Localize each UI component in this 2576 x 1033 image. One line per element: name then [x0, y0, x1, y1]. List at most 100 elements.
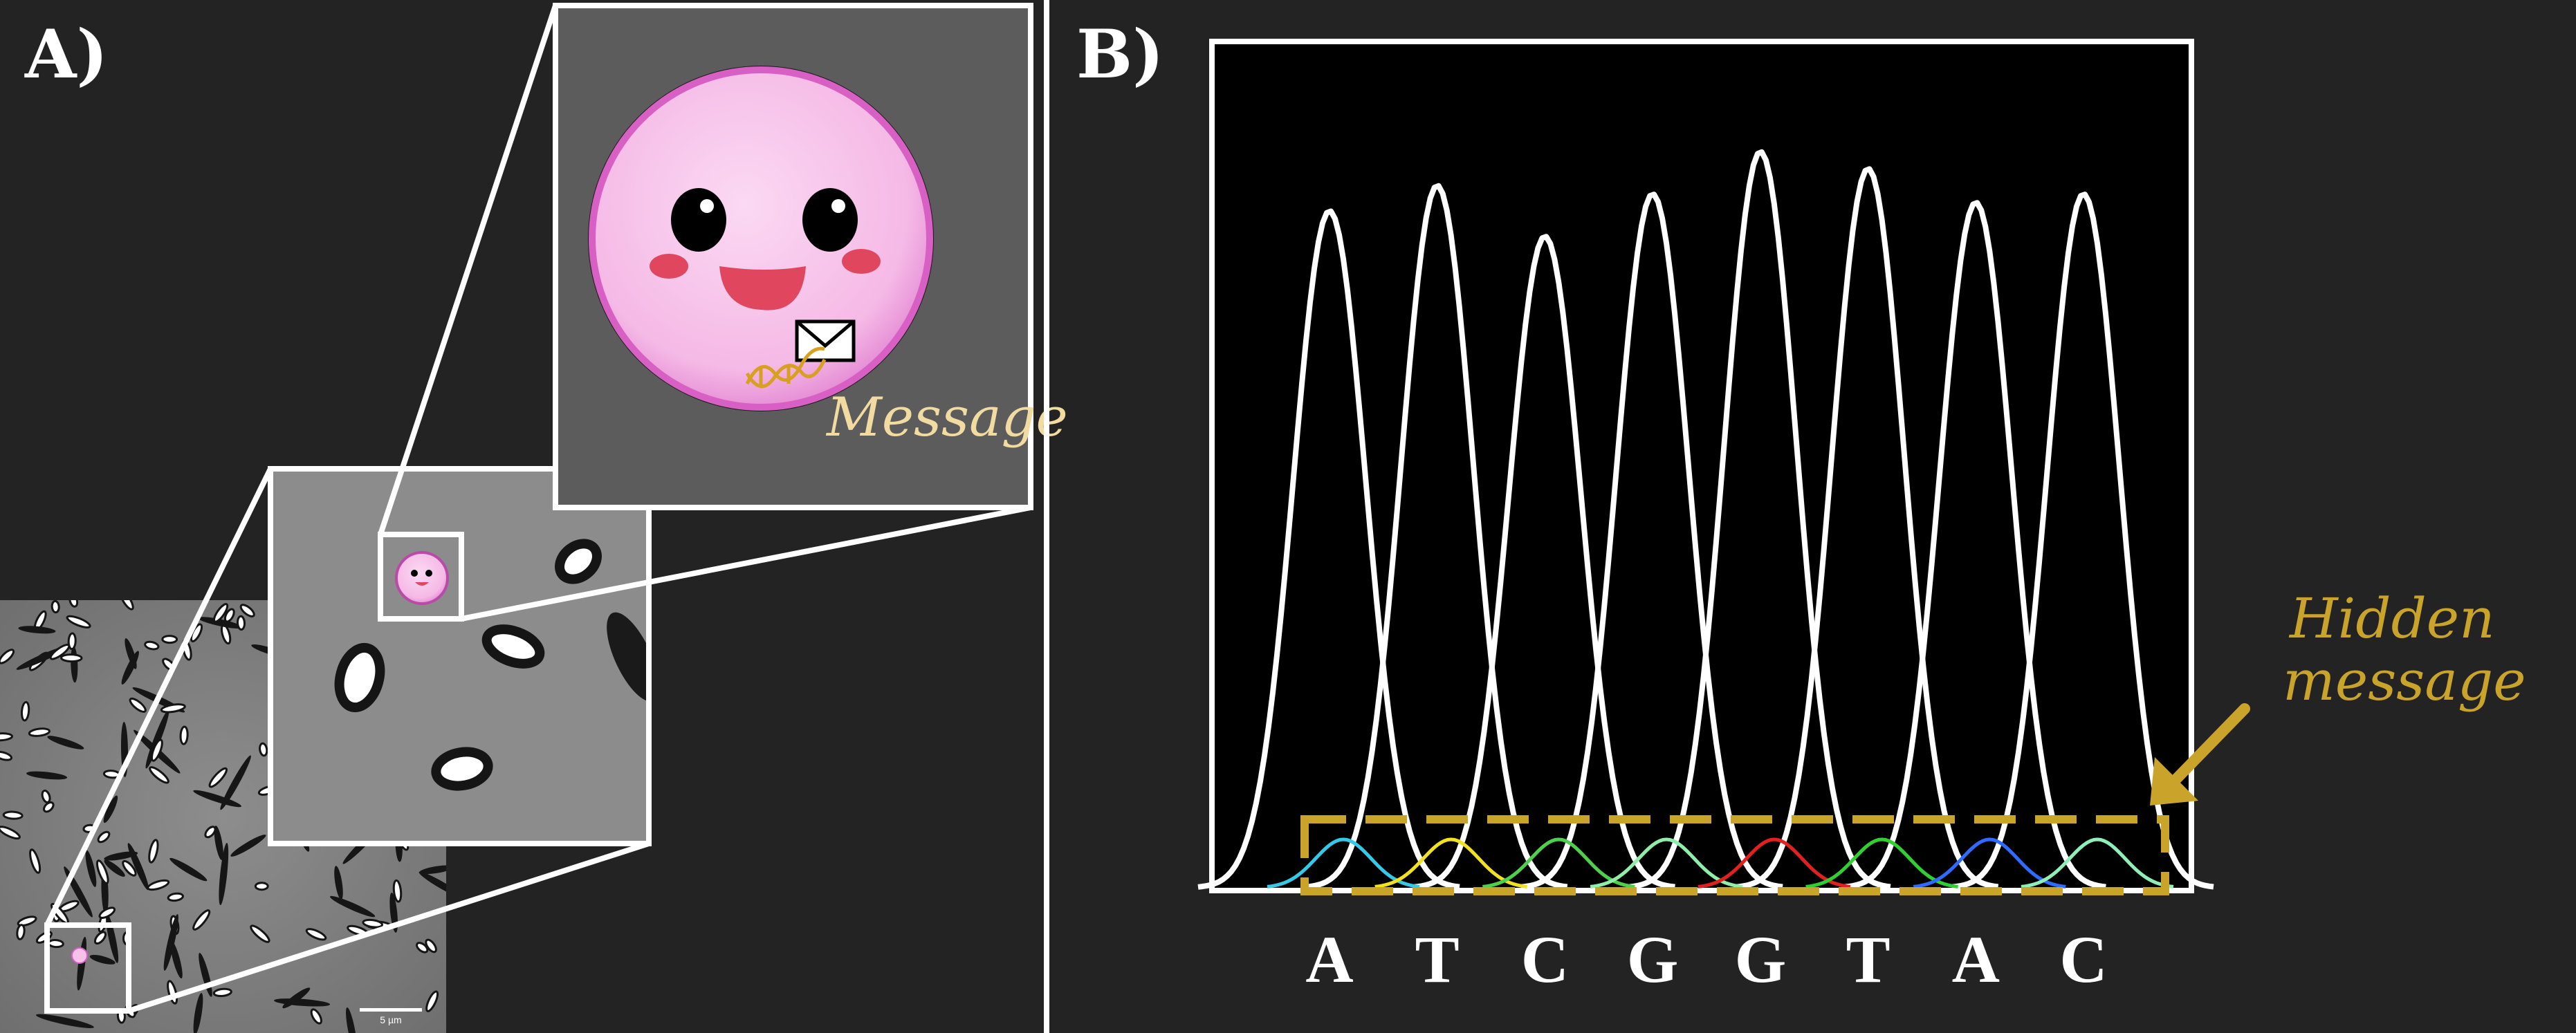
small-cell — [395, 551, 449, 605]
bacterium — [89, 954, 116, 965]
message-annotation: Message — [825, 387, 1068, 449]
bacterium — [250, 924, 270, 943]
bacterium — [160, 703, 186, 714]
bacterium — [20, 700, 30, 722]
bacterium — [193, 993, 203, 1033]
bacterium — [104, 851, 138, 861]
zoom-connector-2b — [461, 505, 1031, 622]
bacterium — [254, 882, 269, 891]
envelope-icon — [795, 319, 856, 362]
bacterium — [95, 859, 109, 885]
bacterium — [259, 742, 268, 757]
bacterium — [41, 789, 51, 803]
bacterium — [167, 892, 184, 902]
bacterium — [129, 697, 147, 713]
micrograph-zoom — [270, 469, 649, 844]
bacterium — [214, 826, 223, 861]
hidden-message-box — [1300, 815, 2169, 895]
bacterium — [212, 987, 232, 998]
bacterium — [425, 990, 439, 1012]
bacterium — [193, 790, 242, 808]
zoom-connector-2a — [378, 4, 558, 536]
bacterium — [0, 826, 21, 840]
hidden-annotation-line1: Hidden — [2288, 586, 2495, 651]
peak-g-5 — [1628, 149, 1891, 890]
panel-b-label: B) — [1076, 15, 1164, 93]
base-label-2: T — [1415, 922, 1460, 996]
base-label-3: C — [1521, 922, 1569, 996]
chromatogram-peaks — [1197, 149, 2214, 890]
peak-a-1 — [1197, 208, 1460, 890]
base-label-5: G — [1735, 922, 1787, 996]
bacterium — [425, 938, 437, 953]
bacterium — [223, 608, 235, 623]
bacterium — [236, 615, 246, 631]
hidden-peak-7 — [1913, 837, 2066, 888]
bacterium — [29, 848, 42, 874]
bacterium — [68, 600, 79, 608]
bacterium — [419, 865, 446, 875]
bacterium — [213, 603, 229, 623]
bacterium — [204, 826, 217, 839]
bacterium — [66, 615, 91, 629]
bacterium — [169, 857, 208, 882]
bacterium — [392, 879, 403, 903]
zoom-box-medium — [378, 532, 464, 622]
bacterium — [97, 830, 111, 844]
bacterium — [220, 755, 251, 810]
zoom-box-small — [44, 922, 131, 1014]
bacterium — [36, 1014, 94, 1028]
happy-cell — [588, 66, 934, 411]
bacterium — [93, 931, 107, 945]
bacterium — [163, 914, 178, 971]
peak-t-6 — [1736, 166, 1999, 890]
bacterium — [149, 766, 169, 784]
bacterium — [239, 604, 255, 617]
hidden-peak-6 — [1805, 837, 1958, 888]
bacterium — [170, 940, 183, 979]
left-eye — [671, 188, 726, 252]
base-label-7: A — [1952, 922, 2000, 996]
bacterium — [147, 879, 170, 891]
bacterium — [208, 767, 228, 788]
zoom-connector-1b — [127, 841, 650, 1014]
hidden-peak-4 — [1590, 837, 1743, 888]
bacterium — [50, 600, 60, 614]
scale-bar-label: 5 µm — [380, 1014, 401, 1025]
bacterium — [104, 859, 125, 877]
bacterium — [416, 942, 429, 953]
bacterium — [16, 924, 26, 940]
panel-a-label: A) — [24, 15, 108, 93]
right-eye — [802, 188, 858, 252]
bacterium — [85, 850, 97, 887]
bacterium — [49, 644, 71, 660]
bacterium — [0, 732, 13, 742]
base-label-8: C — [2059, 922, 2107, 996]
panel-a: A) 5 µm — [0, 3, 1068, 1033]
hidden-peak-8 — [2021, 837, 2174, 888]
bacterium — [98, 906, 116, 919]
hidden-message-peaks — [1267, 837, 2174, 888]
bacterium — [0, 649, 15, 664]
left-blush — [650, 254, 688, 279]
bacterium — [60, 653, 83, 663]
peak-a-7 — [1843, 200, 2106, 890]
peak-c-8 — [1951, 192, 2214, 890]
right-blush — [842, 249, 881, 274]
base-label-1: A — [1305, 922, 1353, 996]
bacterium — [305, 928, 327, 941]
bacterium — [418, 871, 446, 900]
bacterium — [26, 771, 68, 780]
bacterium — [67, 632, 77, 651]
bacterium — [144, 640, 160, 651]
bacterium — [43, 801, 55, 813]
base-label-4: G — [1627, 922, 1679, 996]
bacterium — [161, 635, 178, 644]
peak-t-2 — [1305, 183, 1568, 890]
bacterium — [192, 909, 211, 931]
bacterium — [219, 842, 229, 906]
scale-bar — [360, 1008, 422, 1012]
dna-icon — [745, 346, 827, 389]
